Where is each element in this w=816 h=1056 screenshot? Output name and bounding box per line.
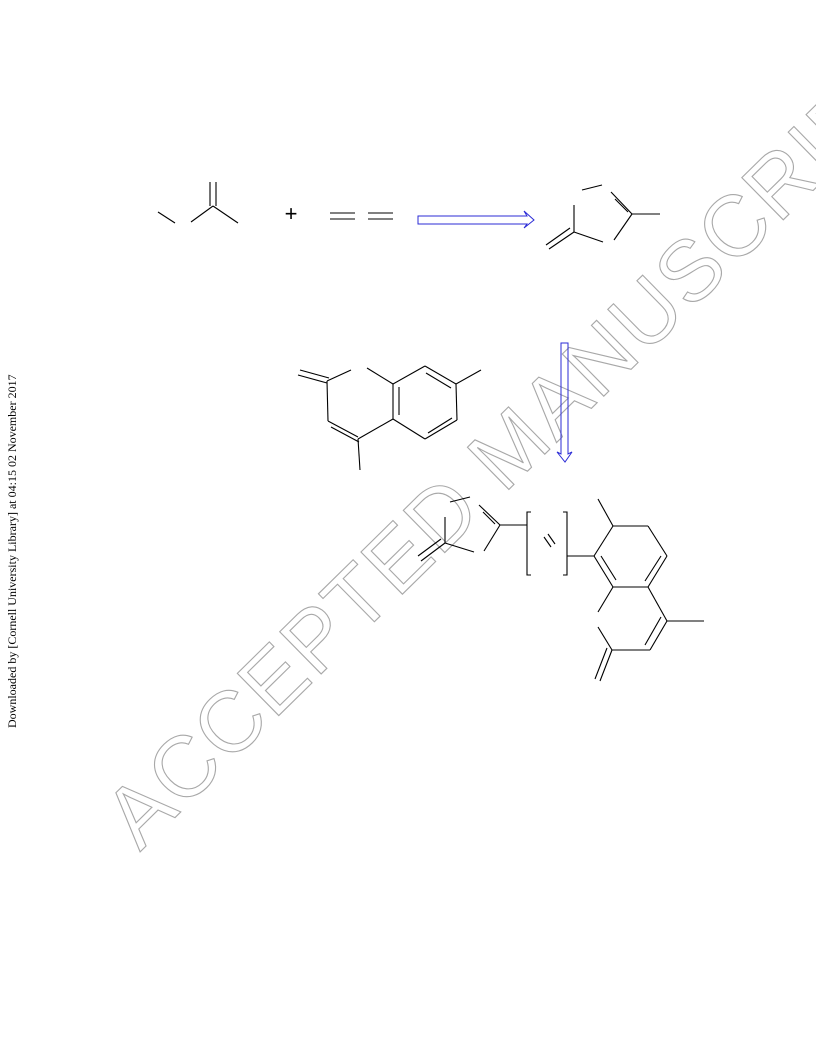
aryl-diene-structure (297, 365, 482, 471)
reactant-ethylene (330, 212, 393, 220)
reaction-arrow-down (556, 342, 573, 463)
watermark-text: ACCEPTED MANUSCRIPT (86, 27, 816, 866)
reaction-arrow-right (417, 210, 535, 229)
reactant-isobutylene (157, 182, 239, 224)
final-product-structure (417, 496, 704, 682)
plus-sign: + (285, 201, 298, 226)
product-dimer (545, 184, 660, 250)
